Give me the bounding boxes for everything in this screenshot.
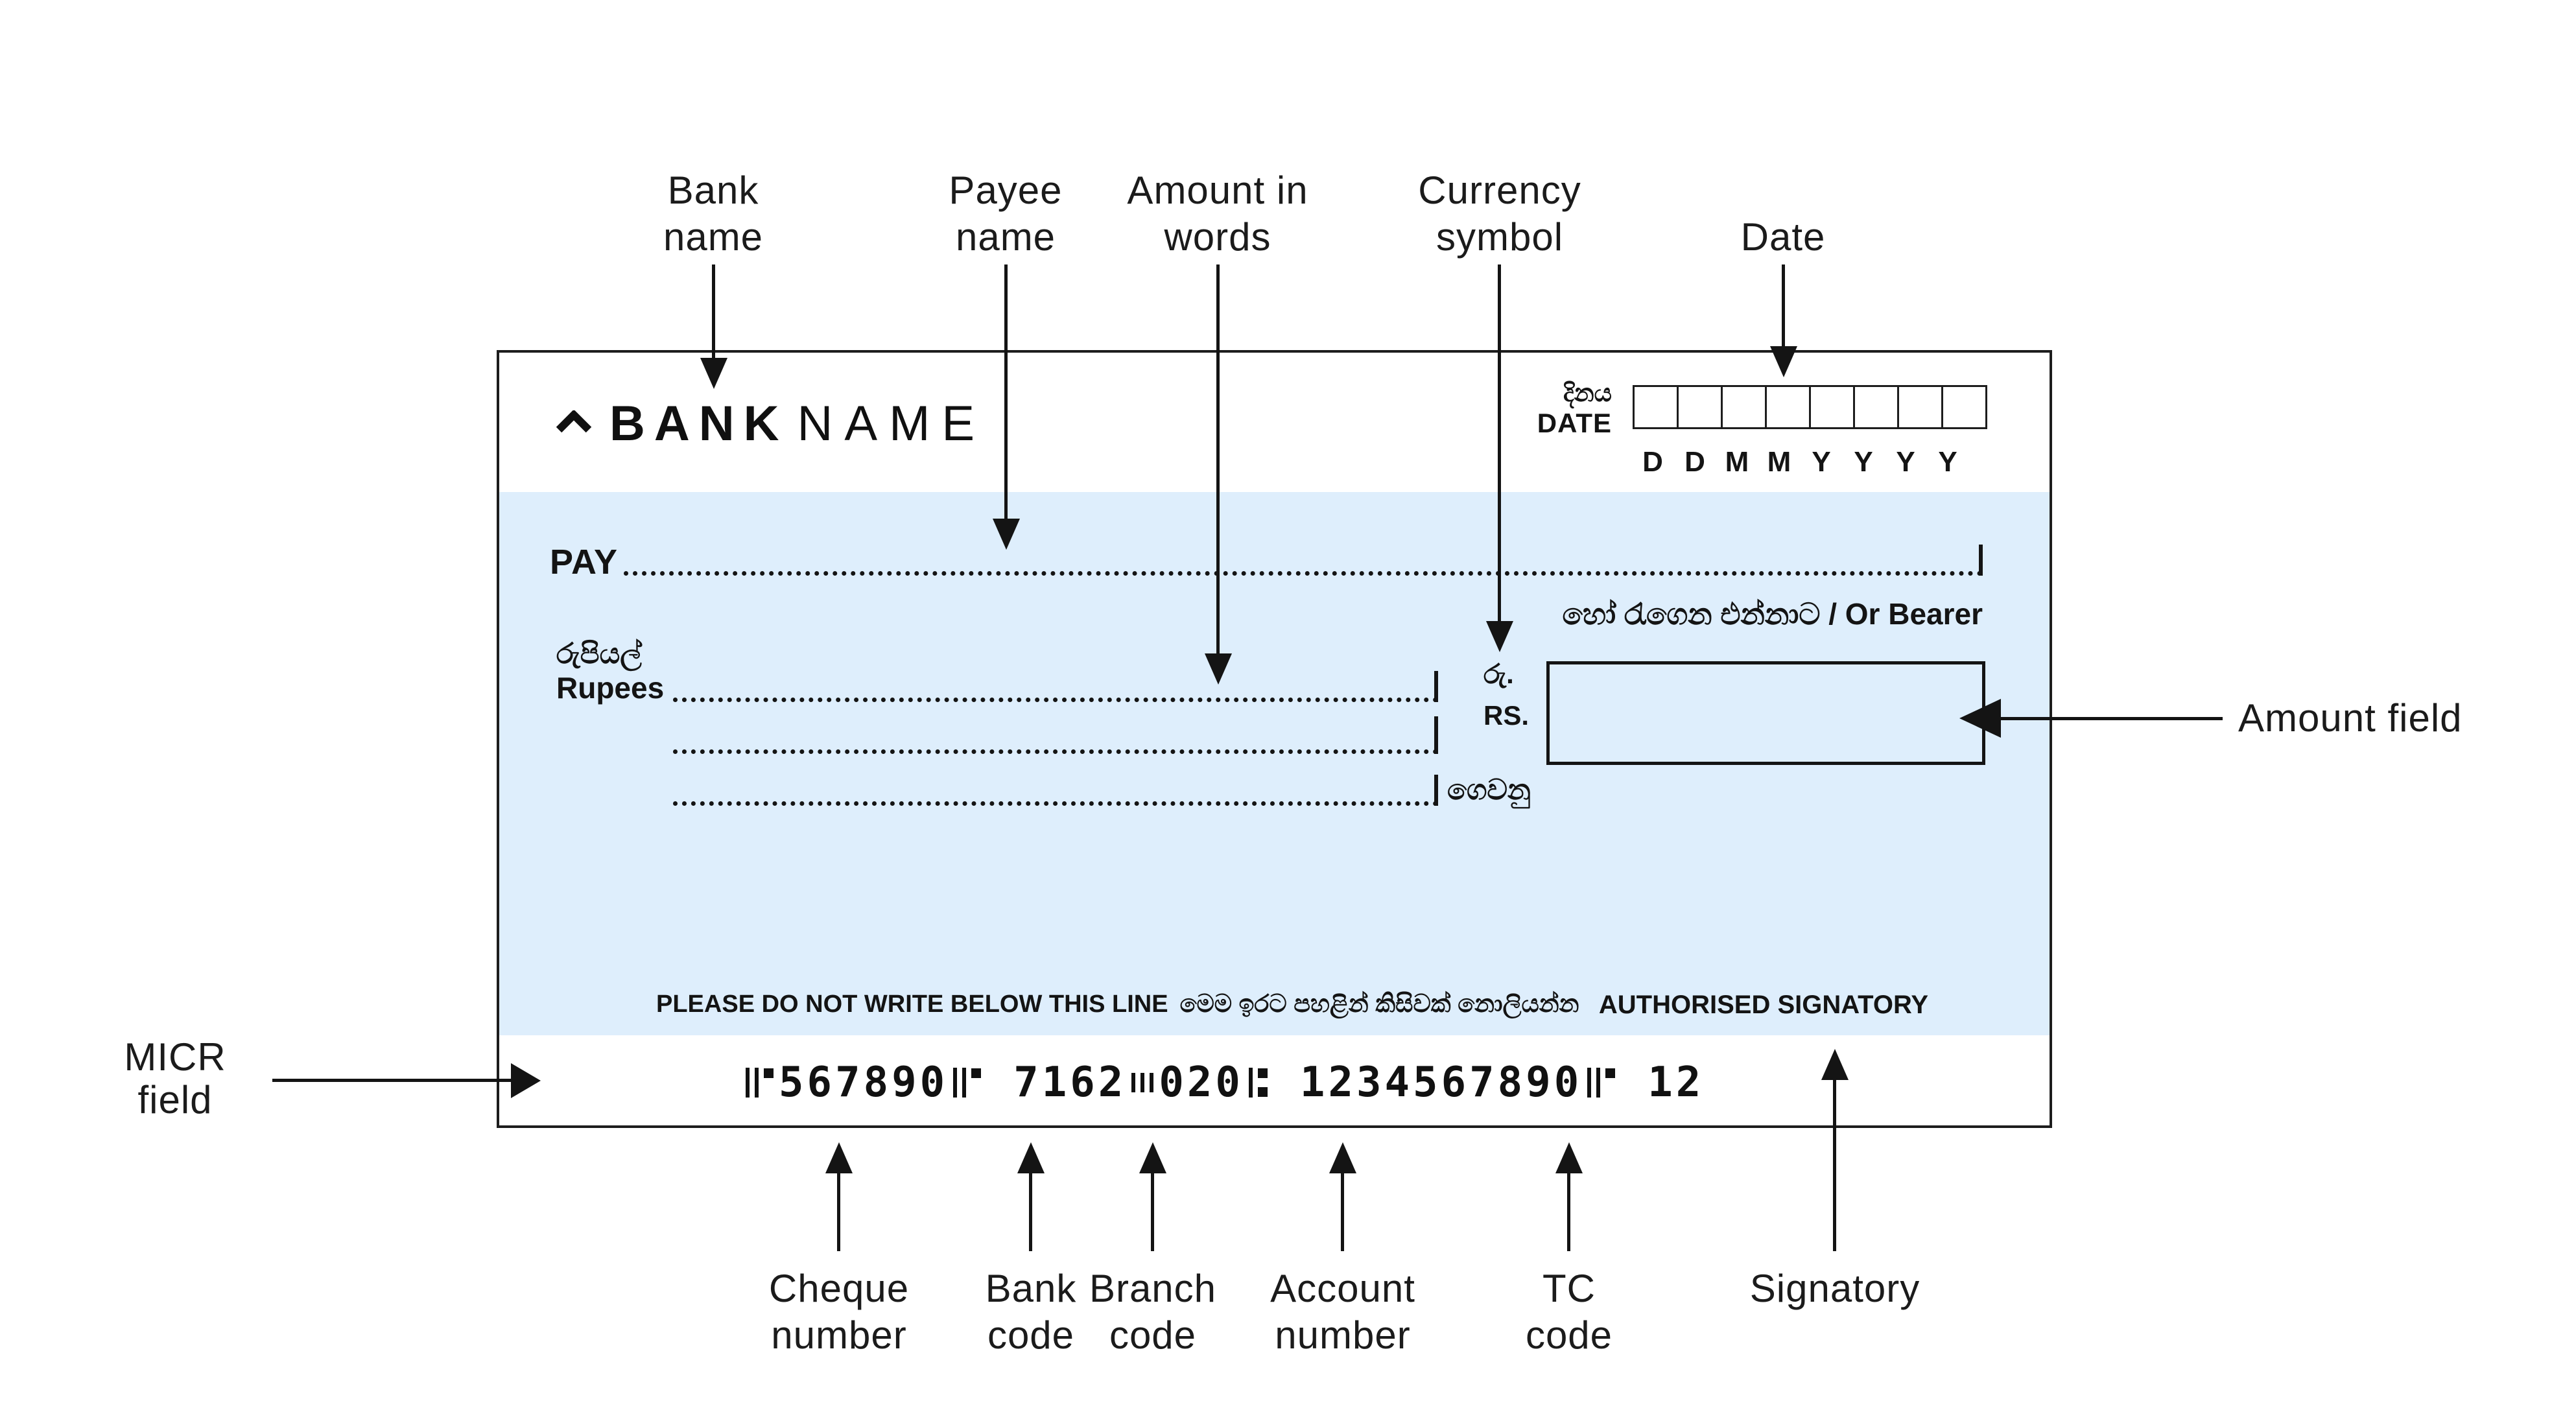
date-box xyxy=(1765,385,1811,429)
annotation-signatory: Signatory xyxy=(1749,1267,1920,1310)
date-letter: M xyxy=(1767,446,1791,478)
annotation-payee-name: Payee name xyxy=(949,169,1063,259)
micr-branch-code: 020 xyxy=(1159,1059,1244,1107)
annotation-cheque-number: Cheque number xyxy=(768,1267,910,1357)
amount-words-line-3 xyxy=(673,771,1438,806)
amount-words-line-1 xyxy=(673,668,1438,702)
pay-suffix-sinhala: ගෙවනු xyxy=(1447,774,1531,806)
date-box xyxy=(1853,385,1899,429)
amount-entry-box xyxy=(1546,661,1985,765)
micr-bank-code: 7162 xyxy=(1013,1059,1127,1107)
payee-line-end-tick xyxy=(1979,545,1983,576)
annotation-branch-code: Branch code xyxy=(1089,1267,1217,1357)
date-box xyxy=(1809,385,1855,429)
date-label: දිනය DATE xyxy=(1498,379,1612,439)
bank-logo-word-name: NAME xyxy=(797,396,987,451)
micr-dash-symbol xyxy=(1131,1066,1154,1099)
date-box xyxy=(1633,385,1679,429)
annotation-bank-name: Bank name xyxy=(663,169,764,259)
branch-code-arrow xyxy=(1151,1171,1154,1251)
currency-symbol-arrow xyxy=(1498,264,1501,622)
micr-transit-symbol xyxy=(953,1066,982,1099)
bank-name-arrow xyxy=(712,264,715,362)
date-box xyxy=(1721,385,1767,429)
micr-transit-symbol xyxy=(746,1066,774,1099)
annotation-amount-in-words: Amount in words xyxy=(1127,169,1308,259)
amount-in-words-arrow xyxy=(1216,264,1220,655)
amount-in-words-arrowhead-icon xyxy=(1205,653,1232,685)
date-letter: Y xyxy=(1938,446,1957,478)
date-letter: Y xyxy=(1854,446,1873,478)
payee-name-arrowhead-icon xyxy=(993,519,1020,550)
micr-onus-symbol xyxy=(1248,1066,1268,1099)
pay-label: PAY xyxy=(550,543,619,581)
date-box xyxy=(1677,385,1723,429)
amount-field-arrowhead-icon xyxy=(1959,699,2001,738)
chevron-logo-icon xyxy=(555,409,593,437)
micr-transit-symbol xyxy=(1587,1066,1616,1099)
do-not-write-notice: PLEASE DO NOT WRITE BELOW THIS LINE මෙම ඉ… xyxy=(656,991,1579,1018)
currency-symbol-english: RS. xyxy=(1483,700,1530,731)
date-box xyxy=(1941,385,1987,429)
tc-code-arrow xyxy=(1567,1171,1570,1251)
micr-field-arrowhead-icon xyxy=(511,1063,541,1098)
bank-logo-word-bank: BANK xyxy=(609,396,788,451)
or-bearer-label: හෝ රැගෙන එන්නාට / Or Bearer xyxy=(1562,597,1983,631)
bank-logo: BANK NAME xyxy=(555,395,986,452)
currency-symbol-arrowhead-icon xyxy=(1486,621,1513,652)
annotation-account-number: Account number xyxy=(1270,1267,1415,1357)
annotation-micr-field: MICR field xyxy=(124,1035,226,1122)
amount-words-line-2 xyxy=(673,720,1438,754)
currency-symbol-sinhala: රු. xyxy=(1483,659,1514,689)
date-letter: Y xyxy=(1896,446,1915,478)
tc-code-arrowhead-icon xyxy=(1555,1142,1583,1173)
date-boxes xyxy=(1633,385,1987,429)
do-not-write-sinhala: මෙම ඉරට පහළින් කිසිවක් නොලියන්න xyxy=(1179,991,1579,1018)
account-number-arrowhead-icon xyxy=(1329,1142,1356,1173)
payee-name-arrow xyxy=(1004,264,1008,521)
date-format-letters: D D M M Y Y Y Y xyxy=(1633,446,1970,478)
amount-words-line-3-tick xyxy=(1434,775,1438,806)
account-number-arrow xyxy=(1341,1171,1344,1251)
signatory-arrowhead-icon xyxy=(1821,1049,1849,1080)
payee-name-line xyxy=(624,541,1983,576)
do-not-write-english: PLEASE DO NOT WRITE BELOW THIS LINE xyxy=(656,991,1168,1018)
micr-field-arrow xyxy=(272,1079,512,1082)
date-letter: D xyxy=(1642,446,1663,478)
cheque-number-arrowhead-icon xyxy=(825,1142,853,1173)
date-box xyxy=(1897,385,1943,429)
signatory-arrow xyxy=(1833,1077,1836,1251)
date-arrow xyxy=(1782,264,1785,347)
rupees-label-english: Rupees xyxy=(556,671,665,705)
date-letter: M xyxy=(1725,446,1749,478)
annotation-currency-symbol: Currency symbol xyxy=(1418,169,1581,259)
bank-code-arrowhead-icon xyxy=(1017,1142,1045,1173)
micr-cheque-number: 567890 xyxy=(779,1059,949,1107)
branch-code-arrowhead-icon xyxy=(1139,1142,1166,1173)
bank-name-arrowhead-icon xyxy=(700,358,727,389)
annotation-amount-field: Amount field xyxy=(2238,696,2463,740)
amount-field-arrow xyxy=(1997,717,2223,720)
amount-words-line-2-tick xyxy=(1434,716,1438,754)
rupees-label-sinhala: රුපියල් xyxy=(556,638,642,670)
date-label-sinhala: දිනය xyxy=(1563,380,1612,407)
date-letter: D xyxy=(1684,446,1705,478)
annotation-tc-code: TC code xyxy=(1525,1267,1613,1357)
date-letter: Y xyxy=(1812,446,1831,478)
authorised-signatory-label: AUTHORISED SIGNATORY xyxy=(1598,991,1929,1019)
micr-tc-code: 12 xyxy=(1648,1059,1705,1107)
bank-code-arrow xyxy=(1029,1171,1032,1251)
micr-line: 567890 7162 020 1234567890 12 xyxy=(740,1059,1705,1107)
annotation-date: Date xyxy=(1740,215,1826,259)
date-arrowhead-icon xyxy=(1770,346,1797,377)
amount-words-line-1-tick xyxy=(1434,671,1438,702)
annotation-bank-code: Bank code xyxy=(985,1267,1077,1357)
cheque-number-arrow xyxy=(837,1171,840,1251)
date-label-english: DATE xyxy=(1537,408,1612,438)
micr-account-number: 1234567890 xyxy=(1299,1059,1583,1107)
